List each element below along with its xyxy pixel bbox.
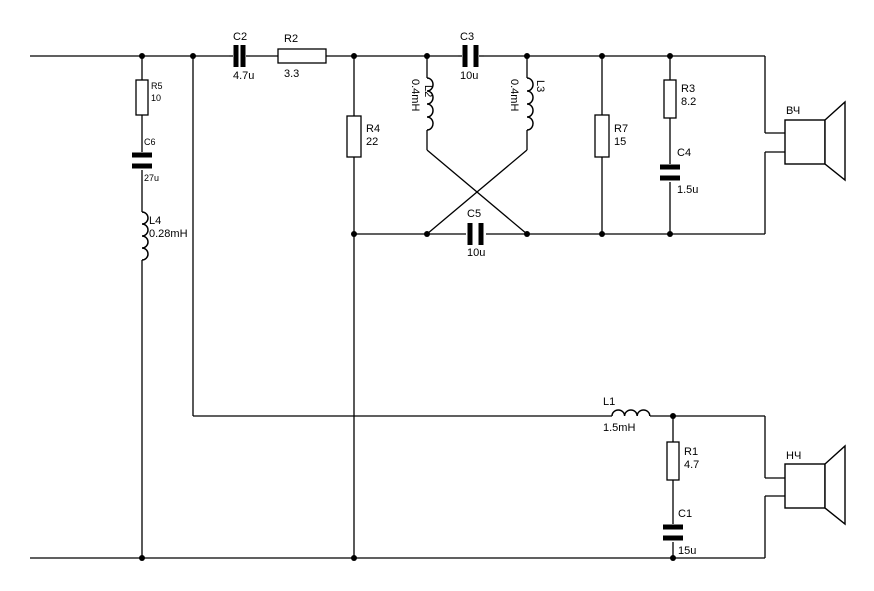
junction-dot [351,555,357,561]
junction-dot [670,555,676,561]
woofer-label: НЧ [786,450,801,462]
junction-dot [667,231,673,237]
resistor-r1: R1 4.7 [666,441,699,481]
r3-value: 8.2 [681,96,696,108]
capacitor-c3: C3 10u [458,31,484,82]
inductor-l1: L1 1.5mH [603,396,651,434]
l3-value: 0.4mH [508,79,520,111]
junction-dot [424,53,430,59]
junction-dot [351,53,357,59]
resistor-r3: R3 8.2 [663,79,696,119]
junction-dot [599,231,605,237]
junction-dot [424,231,430,237]
l1-ref: L1 [603,396,615,408]
c1-ref: C1 [678,508,692,520]
capacitor-c1: C1 15u [663,508,696,557]
tweeter-label: ВЧ [786,105,800,117]
capacitor-c2: C2 4.7u [229,31,254,82]
r5-ref: R5 [151,81,163,91]
junction-dot [139,53,145,59]
c1-value: 15u [678,545,696,557]
capacitor-c4: C4 1.5u [660,147,698,196]
resistor-r4: R4 22 [346,115,380,158]
r2-value: 3.3 [284,68,299,80]
c6-value: 27u [144,173,159,183]
r1-value: 4.7 [684,459,699,471]
r7-value: 15 [614,136,626,148]
junction-dot [351,231,357,237]
wiring [30,55,785,559]
c4-ref: C4 [677,147,691,159]
c6-ref: C6 [144,137,156,147]
junction-dot [139,555,145,561]
woofer-speaker: НЧ [784,444,846,526]
l2-value: 0.4mH [409,79,421,111]
resistor-r5: R5 10 [135,79,163,116]
junction-dot [670,413,676,419]
r2-ref: R2 [284,33,298,45]
junction-dot [667,53,673,59]
capacitor-c5: C5 10u [467,208,485,259]
l4-ref: L4 [149,215,161,227]
junction-dot [524,53,530,59]
c2-ref: C2 [233,31,247,43]
r3-ref: R3 [681,83,695,95]
junction-nodes [139,53,676,561]
capacitor-c6: C6 27u [132,137,159,183]
c5-ref: C5 [467,208,481,220]
junction-dot [599,53,605,59]
c3-ref: C3 [460,31,474,43]
l4-value: 0.28mH [149,228,188,240]
c2-value: 4.7u [233,70,254,82]
junction-dot [190,53,196,59]
inductor-l2: L2 0.4mH [409,77,434,131]
inductor-l3: L3 0.4mH [508,77,546,131]
junction-dot [524,231,530,237]
resistor-r2: R2 3.3 [277,33,327,80]
r7-ref: R7 [614,123,628,135]
r4-value: 22 [366,136,378,148]
resistor-r7: R7 15 [594,114,628,158]
inductor-l4: L4 0.28mH [141,211,188,261]
r4-ref: R4 [366,123,380,135]
tweeter-speaker: ВЧ [784,100,846,182]
c4-value: 1.5u [677,184,698,196]
r5-value: 10 [151,93,161,103]
l1-value: 1.5mH [603,422,635,434]
l2-ref: L2 [422,85,434,97]
c5-value: 10u [467,247,485,259]
r1-ref: R1 [684,446,698,458]
l3-ref: L3 [534,80,546,92]
c3-value: 10u [460,70,478,82]
